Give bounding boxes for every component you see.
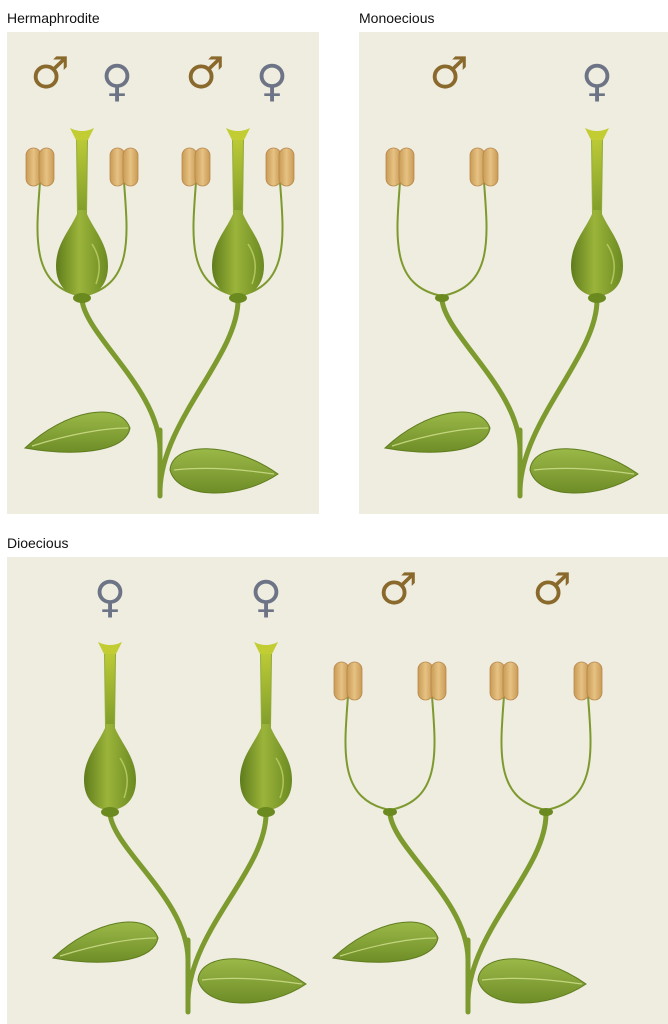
stigma (98, 642, 122, 654)
male-symbol-icon: ♂ (532, 564, 571, 615)
style (105, 652, 115, 724)
anther (574, 662, 602, 700)
anther (266, 148, 294, 186)
anther-lobe-right (587, 662, 602, 700)
female-symbol-icon: ♀ (256, 56, 288, 107)
receptacle (539, 808, 553, 816)
pistil (56, 128, 108, 303)
pistil (571, 128, 623, 303)
anther (110, 148, 138, 186)
male-symbol-icon: ♂ (429, 48, 468, 99)
filament (397, 182, 442, 296)
filament (345, 696, 390, 810)
filament (390, 696, 435, 810)
leaf-left (333, 922, 438, 962)
leaf-right (170, 449, 278, 493)
stigma (585, 128, 609, 140)
leaf-left (25, 412, 130, 452)
anther (182, 148, 210, 186)
leaf-left (53, 922, 158, 962)
leaf-right (198, 959, 306, 1003)
receptacle (229, 293, 247, 303)
style (592, 138, 602, 210)
anther-lobe-right (483, 148, 498, 186)
leaf-right (530, 449, 638, 493)
anther (386, 148, 414, 186)
leaf-left (385, 412, 490, 452)
female-symbol-icon: ♀ (94, 572, 126, 623)
pistil (212, 128, 264, 303)
anther-lobe-right (123, 148, 138, 186)
anther (334, 662, 362, 700)
style (233, 138, 243, 210)
anther-lobe-right (39, 148, 54, 186)
receptacle (101, 807, 119, 817)
male-symbol-icon: ♂ (378, 564, 417, 615)
stigma (70, 128, 94, 140)
anther-lobe-right (431, 662, 446, 700)
filament (442, 182, 487, 296)
pistil (240, 642, 292, 817)
style (77, 138, 87, 210)
stigma (226, 128, 250, 140)
stigma (254, 642, 278, 654)
male-symbol-icon: ♂ (30, 48, 69, 99)
style (261, 652, 271, 724)
female-symbol-icon: ♀ (581, 56, 613, 107)
anther-lobe-right (347, 662, 362, 700)
male-symbol-icon: ♂ (185, 48, 224, 99)
receptacle (257, 807, 275, 817)
anther (418, 662, 446, 700)
anther (26, 148, 54, 186)
receptacle (383, 808, 397, 816)
anther (470, 148, 498, 186)
female-symbol-icon: ♀ (250, 572, 282, 623)
pistil (84, 642, 136, 817)
anther-lobe-right (503, 662, 518, 700)
receptacle (435, 294, 449, 302)
receptacle (588, 293, 606, 303)
receptacle (73, 293, 91, 303)
female-symbol-icon: ♀ (101, 56, 133, 107)
anther-lobe-right (399, 148, 414, 186)
anther-lobe-right (195, 148, 210, 186)
leaf-right (478, 959, 586, 1003)
filament (546, 696, 591, 810)
anther (490, 662, 518, 700)
filament (501, 696, 546, 810)
anther-lobe-right (279, 148, 294, 186)
